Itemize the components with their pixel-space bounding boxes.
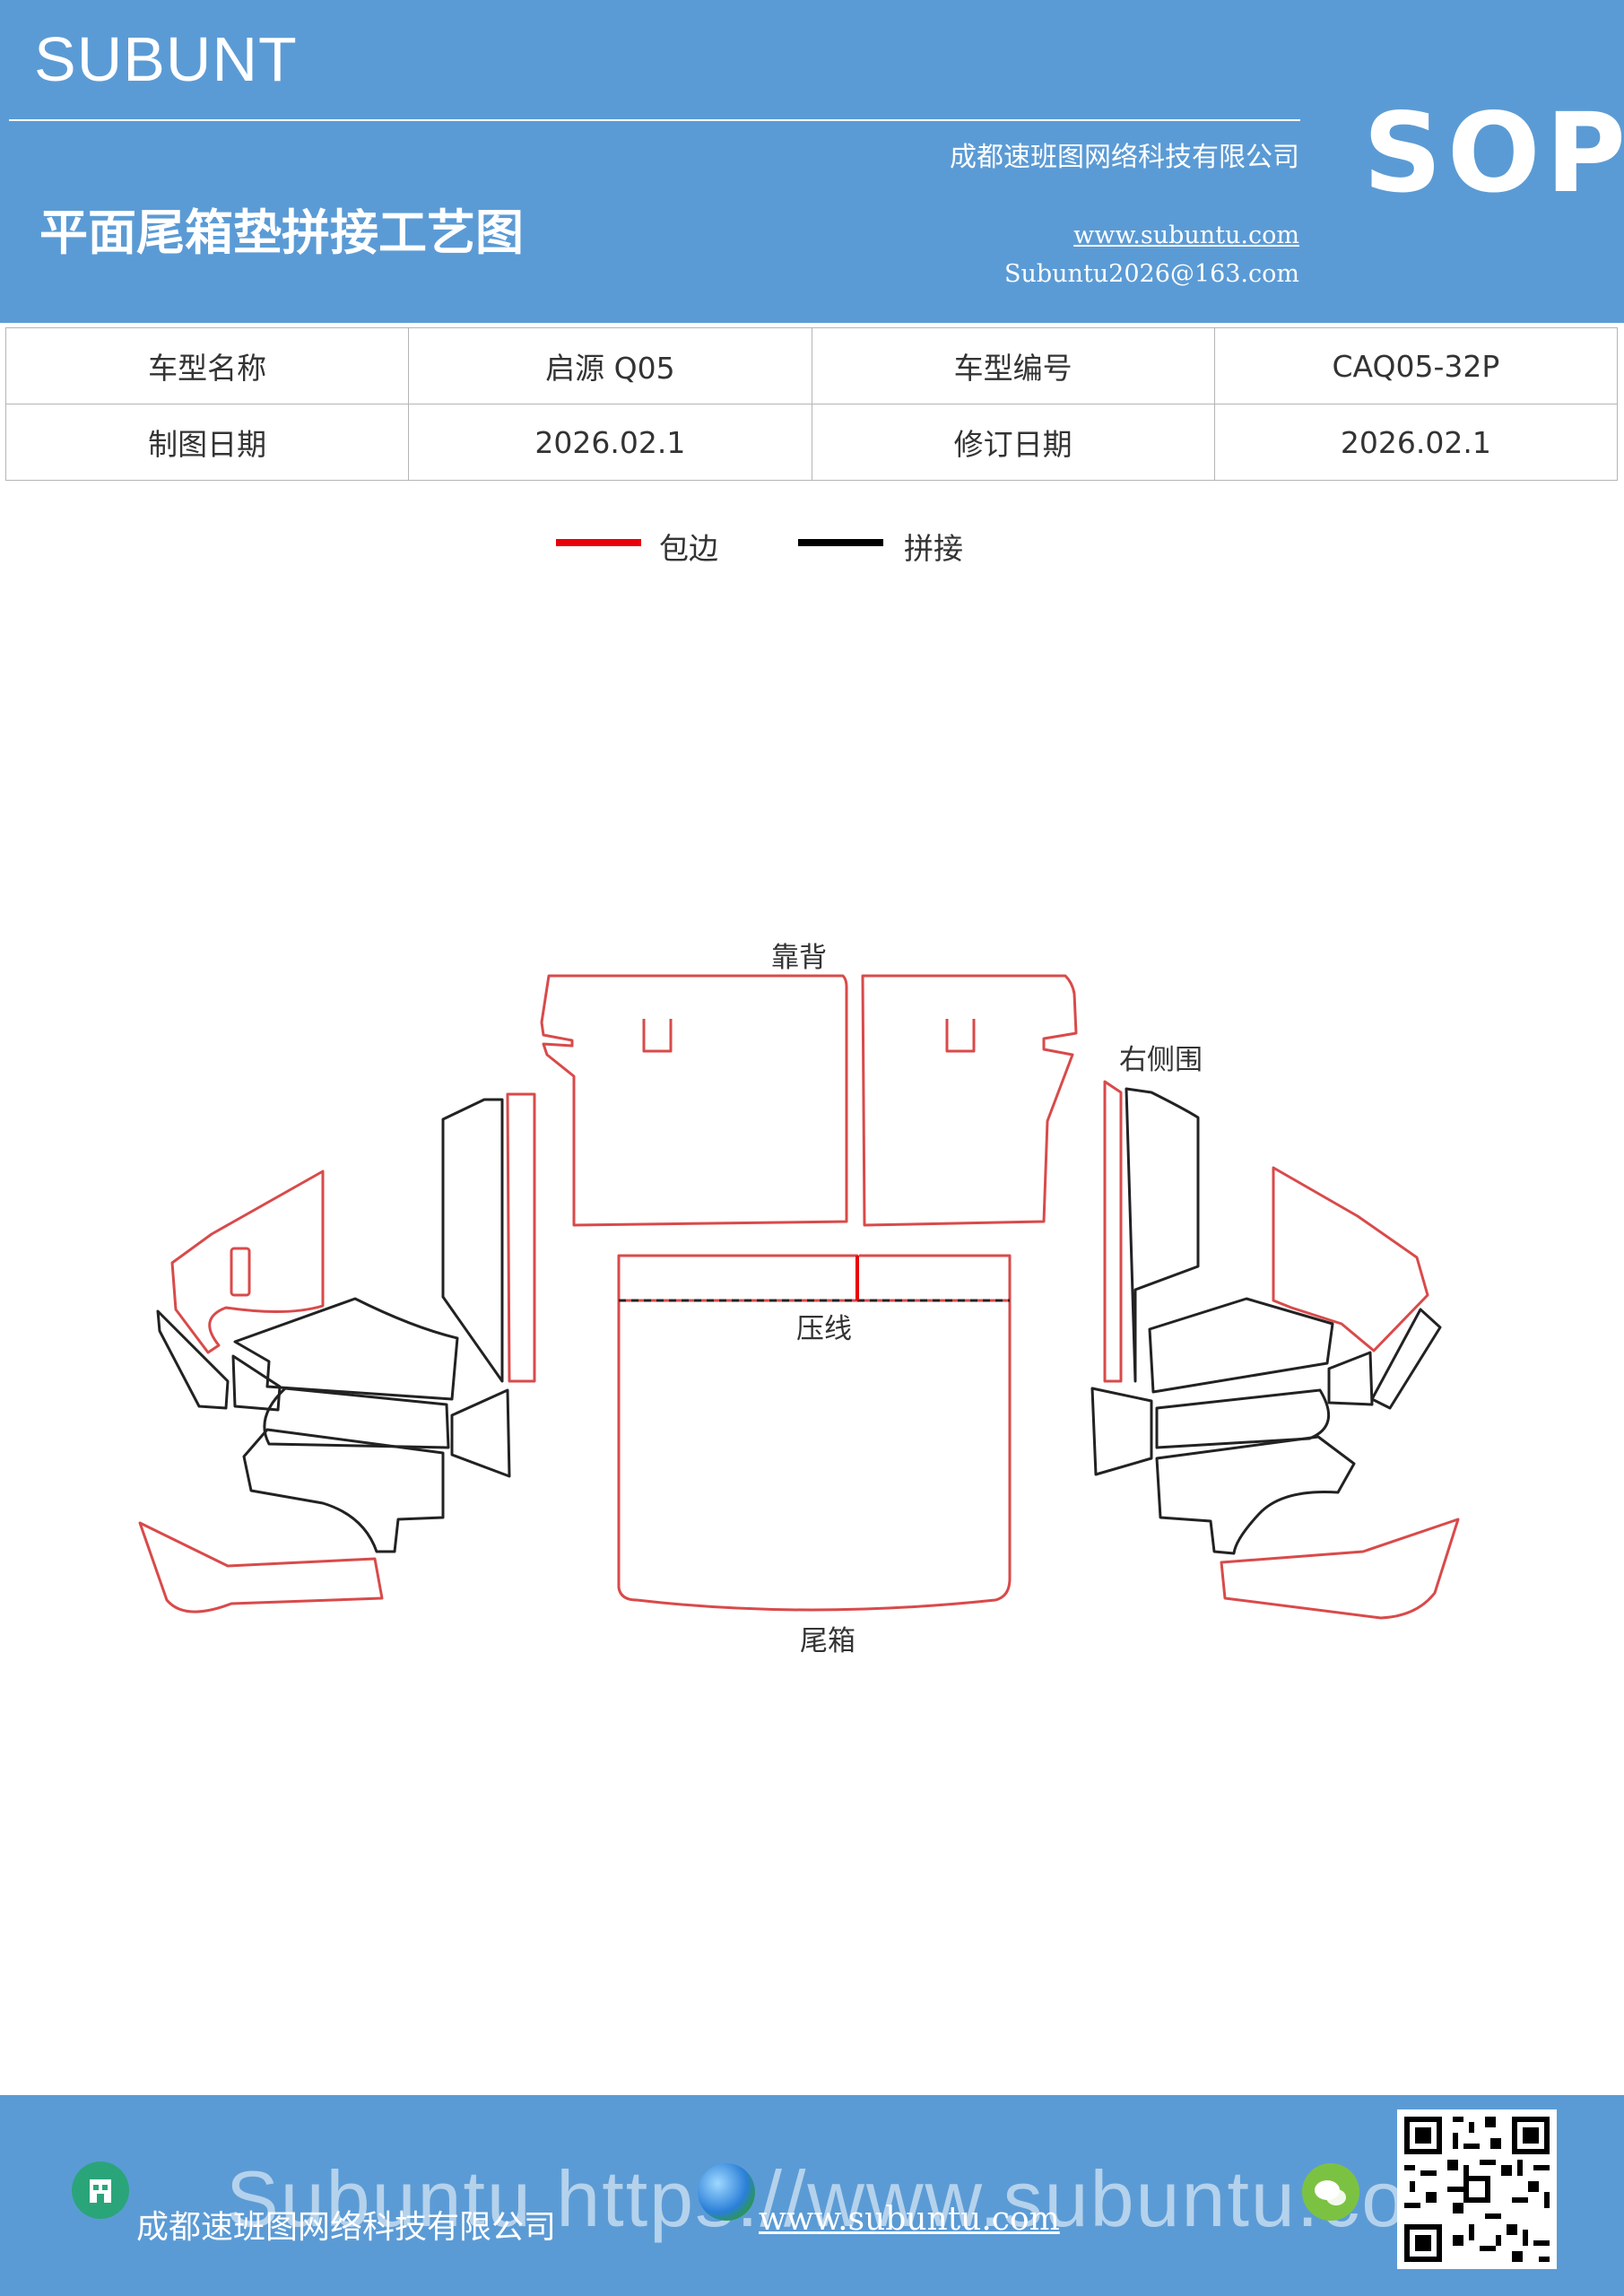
wechat-icon[interactable] [1302,2163,1359,2221]
left-wheel-trim-a [156,1309,230,1410]
backrest-left-panel [540,974,848,1227]
model-code-value: CAQ05-32P [1213,327,1619,404]
globe-icon [698,2163,755,2221]
header-divider [9,119,1300,121]
left-inner-piece [450,1388,511,1478]
table-row: 制图日期 2026.02.1 修订日期 2026.02.1 [4,404,1619,481]
model-name-label: 车型名称 [4,327,410,404]
footer-watermark: Subuntu https://www.subuntu.com [226,2154,1475,2243]
brand-logo-text: SUBUNT [34,24,298,94]
label-crease: 压线 [796,1313,852,1345]
right-pillar-panel [1125,1087,1200,1383]
right-pillar-strip [1103,1080,1123,1383]
building-icon-glyph [90,2179,111,2203]
left-floor-strip [138,1521,384,1613]
wechat-icon-glyph [1315,2180,1346,2205]
label-right-side: 右侧围 [1119,1044,1203,1076]
left-lower-panel [242,1428,445,1553]
email-address: Subuntu2026@163.com [1004,260,1299,288]
backrest-right-slot [945,1019,976,1053]
left-pillar-strip [506,1092,536,1383]
vehicle-info-table: 车型名称 启源 Q05 车型编号 CAQ05-32P 制图日期 2026.02.… [4,327,1619,481]
revise-date-label: 修订日期 [811,404,1215,481]
model-code-label: 车型编号 [811,327,1215,404]
legend: 包边 拼接 [0,525,1624,570]
label-backrest: 靠背 [771,942,827,974]
trunk-panel-right-top [859,1254,1012,1302]
company-name: 成都速班图网络科技有限公司 [950,142,1299,173]
label-trunk: 尾箱 [800,1625,855,1657]
footer-website-link[interactable]: www.subuntu.com [759,2201,1060,2238]
legend-swatch-seam [798,539,883,546]
trunk-panel-body [617,1300,1012,1612]
qr-code [1397,2109,1557,2269]
left-quarter-upper [170,1170,325,1354]
legend-label-edge: 包边 [659,531,718,566]
website-link[interactable]: www.subuntu.com [1073,222,1299,249]
right-wheel-trim-a [1370,1308,1442,1410]
model-name-value: 启源 Q05 [408,327,812,404]
right-lower-panel [1155,1435,1356,1555]
table-row: 车型名称 启源 Q05 车型编号 CAQ05-32P [4,327,1619,404]
footer-company-name: 成都速班图网络科技有限公司 [136,2209,557,2246]
backrest-right-panel [861,974,1078,1227]
header-banner: SUBUNT 成都速班图网络科技有限公司 平面尾箱垫拼接工艺图 www.subu… [0,0,1624,323]
sop-badge: SOP [1363,90,1624,217]
left-pillar-panel [441,1098,504,1383]
draw-date-value: 2026.02.1 [408,404,812,481]
revise-date-value: 2026.02.1 [1213,404,1619,481]
footer-banner: Subuntu https://www.subuntu.com 成都速班图网络科… [0,2095,1624,2296]
trunk-panel [617,1254,859,1302]
qr-code-pattern [1399,2111,1555,2267]
draw-date-label: 制图日期 [4,404,410,481]
left-wheel-arch-top [233,1297,459,1401]
right-inner-piece [1090,1387,1153,1476]
backrest-left-slot [642,1019,673,1053]
left-wheel-trim-b [231,1354,282,1412]
document-title: 平面尾箱垫拼接工艺图 [39,204,524,261]
right-wheel-trim-b [1327,1351,1374,1406]
building-icon [72,2161,129,2219]
right-wheel-arch-top [1148,1297,1334,1394]
legend-label-seam: 拼接 [904,531,963,566]
right-quarter-upper [1272,1166,1429,1352]
legend-swatch-edge [556,539,641,546]
right-floor-strip [1220,1518,1460,1620]
left-quarter-slot [230,1247,251,1297]
